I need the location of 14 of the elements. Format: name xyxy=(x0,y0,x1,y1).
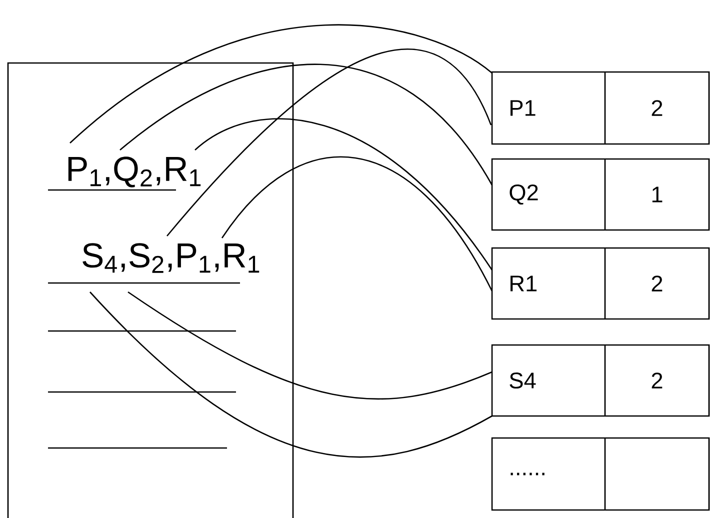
table-row: ...... xyxy=(491,437,710,511)
table-row: S4 2 xyxy=(491,344,710,417)
connector-curve xyxy=(221,156,493,292)
connector-curve xyxy=(166,49,492,236)
item-list-text: S$_{4}$,S$_{2}$,P$_{1}$,R$_{1}$ xyxy=(82,243,260,273)
connector-curve xyxy=(194,118,493,270)
item-list-text: P$_{1}$,Q$_{2}$,R$_{1}$ xyxy=(68,156,201,188)
connector-curve xyxy=(120,64,493,186)
connector-curve xyxy=(90,292,492,458)
table-row: Q2 1 xyxy=(491,158,710,231)
table-row: R1 2 xyxy=(491,247,710,320)
table-row: P1 2 xyxy=(491,71,710,145)
connector-curve xyxy=(128,291,492,400)
connector-curve xyxy=(70,24,492,144)
